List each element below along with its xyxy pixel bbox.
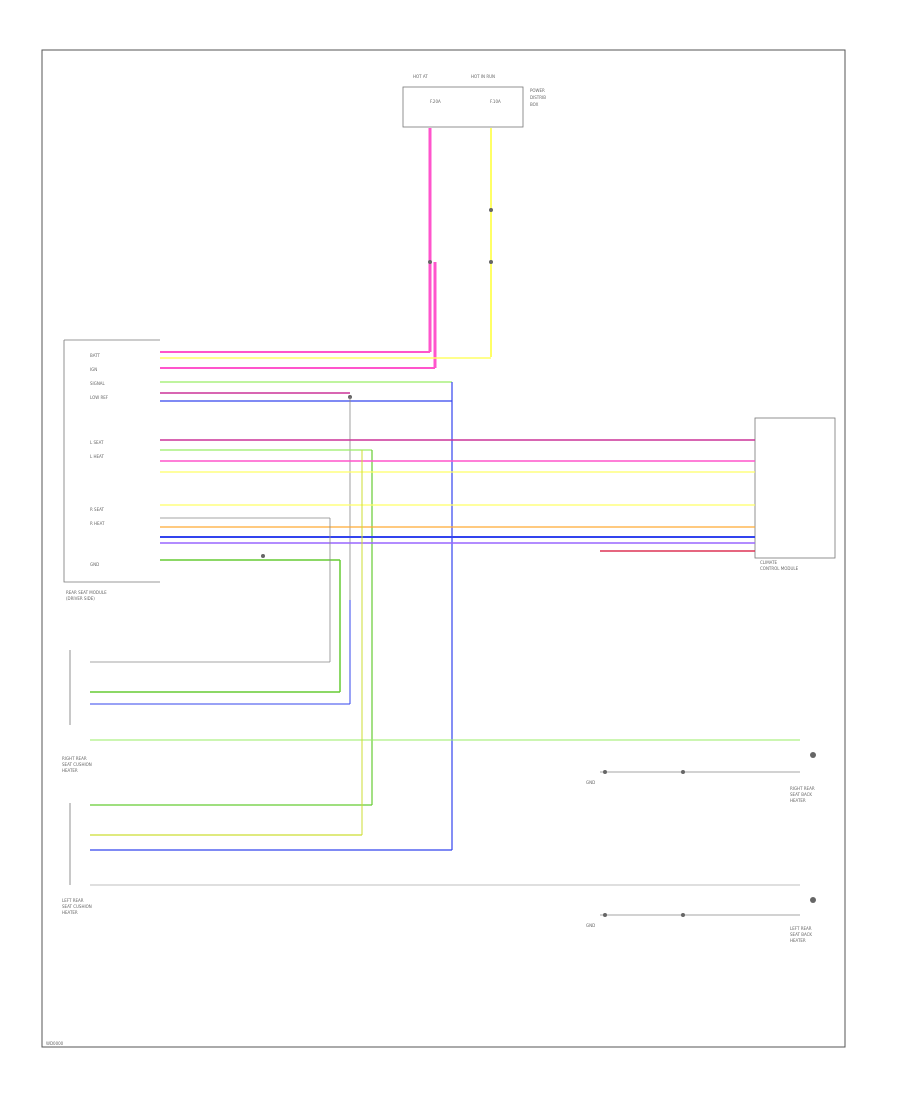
right-rear-seat-heater: RIGHT REAR SEAT CUSHION HEATER GND RIGHT… bbox=[62, 518, 816, 803]
svg-text:SEAT CUSHION: SEAT CUSHION bbox=[62, 904, 92, 909]
left-rear-seat-heater: LEFT REAR SEAT CUSHION HEATER GND LEFT R… bbox=[62, 450, 816, 943]
svg-text:DISTRIB: DISTRIB bbox=[530, 95, 546, 100]
climate-control-module: CLIMATE CONTROL MODULE bbox=[754, 417, 836, 571]
diagram-border bbox=[41, 49, 846, 1048]
svg-text:REAR SEAT MODULE: REAR SEAT MODULE bbox=[66, 590, 107, 595]
svg-text:BOX: BOX bbox=[530, 102, 539, 107]
svg-text:LEFT REAR: LEFT REAR bbox=[790, 926, 812, 931]
svg-text:RIGHT REAR: RIGHT REAR bbox=[62, 756, 87, 761]
svg-text:GND: GND bbox=[90, 562, 99, 567]
svg-text:LOW REF: LOW REF bbox=[90, 395, 109, 400]
svg-text:POWER: POWER bbox=[530, 88, 545, 93]
power-feed-wires bbox=[428, 128, 493, 368]
svg-text:F.20A: F.20A bbox=[430, 99, 441, 104]
svg-text:IGN: IGN bbox=[90, 367, 97, 372]
svg-text:GND: GND bbox=[586, 780, 595, 785]
svg-text:HEATER: HEATER bbox=[790, 938, 806, 943]
heated-seat-module: REAR SEAT MODULE (DRIVER SIDE) BATT IGN … bbox=[63, 339, 160, 601]
svg-text:HOT IN RUN: HOT IN RUN bbox=[471, 74, 495, 79]
svg-text:L SEAT: L SEAT bbox=[90, 440, 104, 445]
svg-text:HEATER: HEATER bbox=[62, 768, 78, 773]
svg-text:CLIMATE: CLIMATE bbox=[760, 560, 778, 565]
svg-text:CONTROL MODULE: CONTROL MODULE bbox=[760, 566, 799, 571]
svg-text:R SEAT: R SEAT bbox=[90, 507, 105, 512]
svg-text:HEATER: HEATER bbox=[62, 910, 78, 915]
svg-text:F.10A: F.10A bbox=[490, 99, 501, 104]
module-wires bbox=[160, 351, 755, 850]
footer-code: WD0000 bbox=[46, 1041, 64, 1046]
svg-text:SEAT BACK: SEAT BACK bbox=[790, 792, 812, 797]
svg-text:GND: GND bbox=[586, 923, 595, 928]
svg-text:HEATER: HEATER bbox=[790, 798, 806, 803]
svg-text:HOT AT: HOT AT bbox=[413, 74, 428, 79]
svg-text:RIGHT REAR: RIGHT REAR bbox=[790, 786, 815, 791]
svg-text:SEAT CUSHION: SEAT CUSHION bbox=[62, 762, 92, 767]
svg-text:BATT: BATT bbox=[90, 353, 101, 358]
power-distribution-box: HOT AT HOT IN RUN POWER DISTRIB BOX F.20… bbox=[402, 74, 546, 128]
svg-text:(DRIVER SIDE): (DRIVER SIDE) bbox=[66, 596, 95, 601]
svg-text:SIGNAL: SIGNAL bbox=[90, 381, 106, 386]
svg-text:SEAT BACK: SEAT BACK bbox=[790, 932, 812, 937]
svg-text:L HEAT: L HEAT bbox=[90, 454, 104, 459]
svg-text:R HEAT: R HEAT bbox=[90, 521, 105, 526]
svg-text:LEFT REAR: LEFT REAR bbox=[62, 898, 84, 903]
